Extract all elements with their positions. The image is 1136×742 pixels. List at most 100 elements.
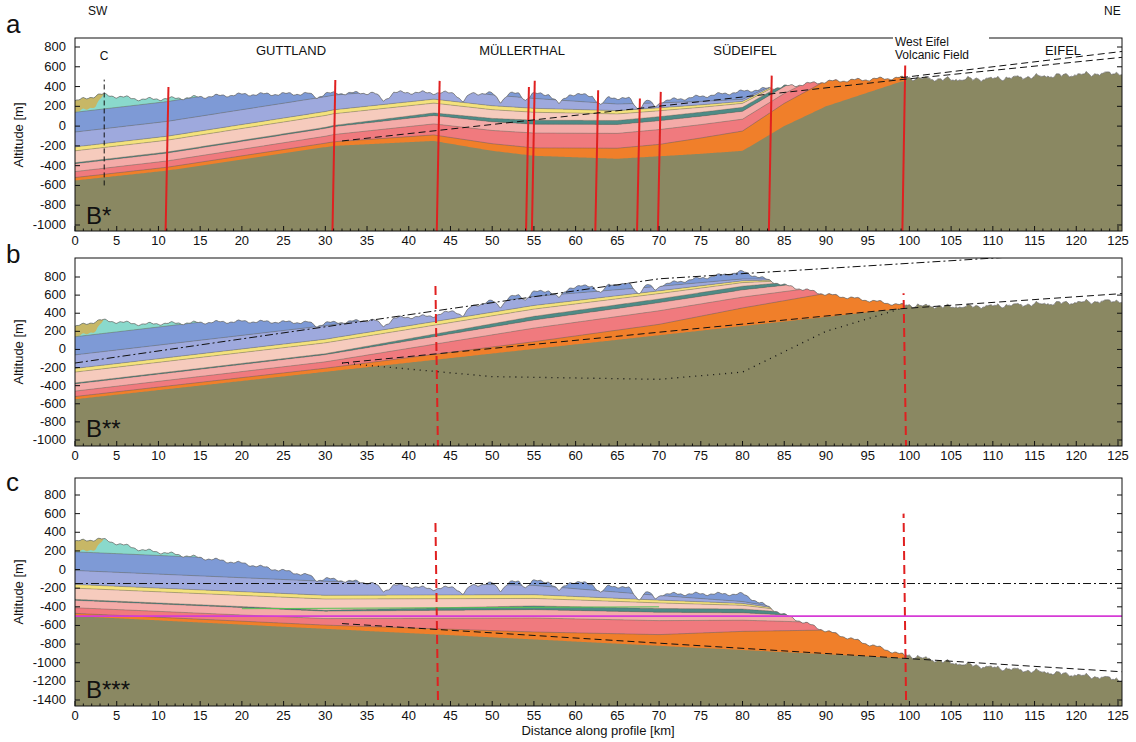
x-minor-tick xyxy=(967,704,968,707)
x-tick xyxy=(784,226,785,231)
x-minor-tick xyxy=(917,444,918,447)
x-tick-label: 95 xyxy=(860,709,874,723)
x-minor-tick xyxy=(550,704,551,707)
x-minor-tick xyxy=(500,229,501,232)
x-tick xyxy=(241,226,242,231)
x-minor-tick xyxy=(550,229,551,232)
x-minor-tick xyxy=(984,704,985,707)
x-tick-label: 90 xyxy=(819,234,833,248)
x-tick-label: 75 xyxy=(694,709,708,723)
y-tick xyxy=(1117,86,1122,87)
fault-line xyxy=(166,87,169,231)
x-minor-tick xyxy=(508,704,509,707)
x-minor-tick xyxy=(383,704,384,707)
x-minor-tick xyxy=(358,444,359,447)
x-minor-tick xyxy=(316,229,317,232)
x-minor-tick xyxy=(250,444,251,447)
layer-boundary xyxy=(75,552,904,653)
x-minor-tick xyxy=(876,444,877,447)
x-minor-tick xyxy=(191,704,192,707)
x-minor-tick xyxy=(417,704,418,707)
x-minor-tick xyxy=(1092,704,1093,707)
x-minor-tick xyxy=(525,444,526,447)
x-minor-tick xyxy=(1017,444,1018,447)
y-tick-label: -600 xyxy=(40,178,66,192)
y-tick xyxy=(1117,700,1122,701)
x-minor-tick xyxy=(150,704,151,707)
section-panel xyxy=(75,38,1122,231)
x-minor-tick xyxy=(425,444,426,447)
reference-horizon xyxy=(75,615,1122,617)
y-tick xyxy=(1117,662,1122,663)
x-minor-tick xyxy=(725,229,726,232)
x-minor-tick xyxy=(233,444,234,447)
y-tick-label: 200 xyxy=(44,324,66,338)
strata-layer xyxy=(75,505,904,653)
y-tick-label: -800 xyxy=(40,637,66,651)
y-tick xyxy=(1117,277,1122,278)
x-tick xyxy=(700,701,701,706)
y-tick-label: 0 xyxy=(59,562,66,576)
x-minor-tick xyxy=(850,704,851,707)
x-minor-tick xyxy=(625,444,626,447)
y-tick xyxy=(1117,495,1122,496)
x-tick xyxy=(241,701,242,706)
x-minor-tick xyxy=(959,229,960,232)
x-minor-tick xyxy=(600,229,601,232)
x-tick xyxy=(742,226,743,231)
layer-boundary xyxy=(75,261,904,337)
x-minor-tick xyxy=(1026,229,1027,232)
y-tick xyxy=(75,295,80,296)
x-tick-label: 20 xyxy=(235,234,249,248)
section-panel xyxy=(75,258,1122,446)
x-minor-tick xyxy=(350,444,351,447)
layer-boundary xyxy=(75,65,904,132)
x-minor-tick xyxy=(100,444,101,447)
x-minor-tick xyxy=(592,444,593,447)
x-tick xyxy=(492,441,493,446)
x-tick xyxy=(158,441,159,446)
x-tick xyxy=(200,226,201,231)
x-minor-tick xyxy=(684,704,685,707)
x-minor-tick xyxy=(250,704,251,707)
x-minor-tick xyxy=(709,444,710,447)
x-tick xyxy=(492,701,493,706)
x-tick-label: 75 xyxy=(694,449,708,463)
x-minor-tick xyxy=(133,704,134,707)
x-minor-tick xyxy=(667,704,668,707)
y-tick xyxy=(1117,185,1122,186)
x-tick xyxy=(659,226,660,231)
x-minor-tick xyxy=(417,444,418,447)
x-minor-tick xyxy=(233,229,234,232)
basement xyxy=(75,538,1122,706)
x-tick-label: 50 xyxy=(485,709,499,723)
x-minor-tick xyxy=(792,229,793,232)
x-minor-tick xyxy=(625,704,626,707)
x-minor-tick xyxy=(942,229,943,232)
x-minor-tick xyxy=(392,229,393,232)
y-tick xyxy=(1117,513,1122,514)
x-tick-label: 25 xyxy=(276,234,290,248)
x-minor-tick xyxy=(842,704,843,707)
x-minor-tick xyxy=(400,704,401,707)
x-minor-tick xyxy=(926,229,927,232)
topography xyxy=(75,538,1122,681)
x-minor-tick xyxy=(208,444,209,447)
x-minor-tick xyxy=(717,229,718,232)
profile-name: B** xyxy=(86,416,121,442)
x-minor-tick xyxy=(892,704,893,707)
y-tick-label: 600 xyxy=(44,506,66,520)
x-minor-tick xyxy=(767,704,768,707)
x-minor-tick xyxy=(1092,229,1093,232)
x-minor-tick xyxy=(517,704,518,707)
x-minor-tick xyxy=(984,229,985,232)
x-tick-label: 115 xyxy=(1024,449,1045,463)
x-tick xyxy=(575,441,576,446)
y-tick-label: -1400 xyxy=(33,693,66,707)
x-tick-label: 40 xyxy=(402,709,416,723)
layer-boundary xyxy=(75,279,904,372)
y-tick xyxy=(75,47,80,48)
marker-horizon xyxy=(242,607,659,609)
region-label: GUTTLAND xyxy=(256,44,326,58)
x-tick-label: 75 xyxy=(694,234,708,248)
